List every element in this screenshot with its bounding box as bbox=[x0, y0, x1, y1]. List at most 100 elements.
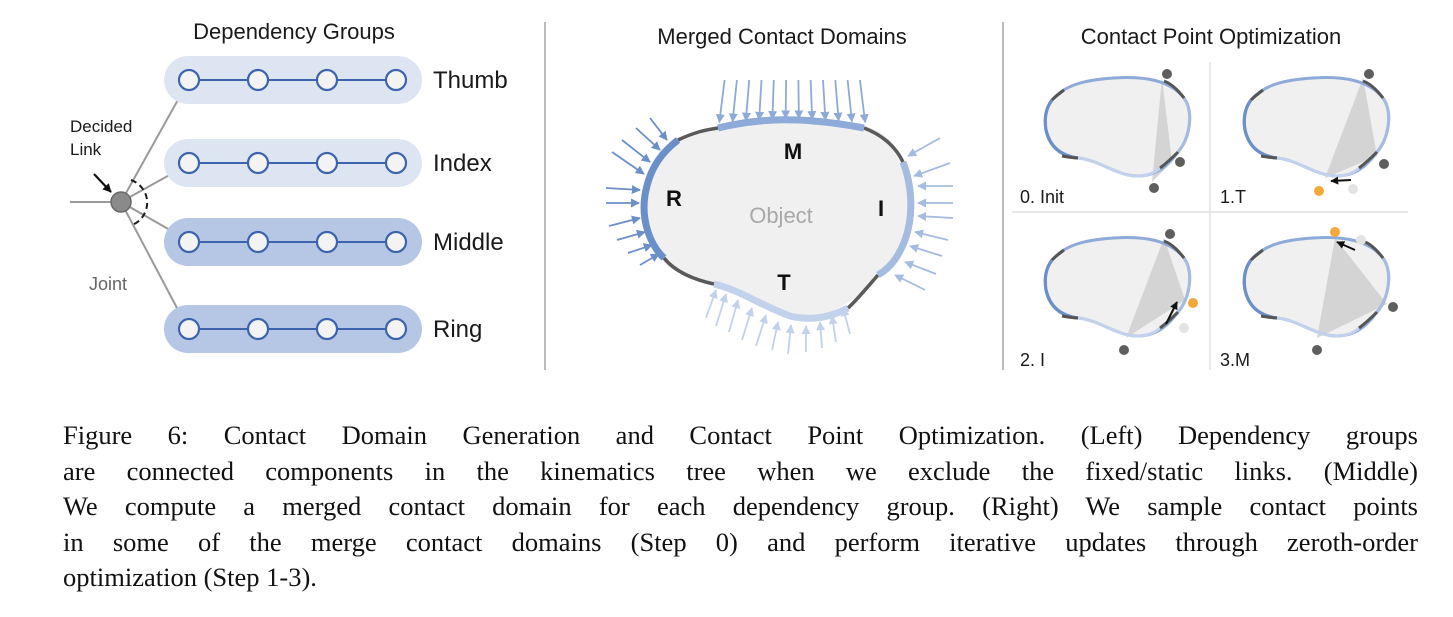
contact-point-optimization-title: Contact Point Optimization bbox=[1081, 24, 1341, 49]
index-contact-domain bbox=[1375, 257, 1391, 313]
ring-contact-domain bbox=[1043, 259, 1079, 320]
force-arrow-icon bbox=[627, 243, 653, 254]
domain-gap-segment bbox=[1061, 314, 1079, 320]
caption-line: Figure 6: Contact Domain Generation and … bbox=[63, 420, 1418, 450]
previous-contact-point bbox=[1348, 184, 1358, 194]
optimization-step-0: 0. Init bbox=[1020, 69, 1192, 207]
force-arrow-icon bbox=[913, 162, 951, 178]
ring-domain-label: R bbox=[666, 186, 682, 211]
thumb-contact-domain bbox=[1077, 316, 1162, 338]
dependency-group-label: Index bbox=[433, 150, 492, 177]
link-node bbox=[177, 151, 201, 175]
thumb-contact-domain bbox=[1276, 156, 1361, 178]
figure-caption: Figure 6: Contact Domain Generation and … bbox=[63, 418, 1418, 596]
contact-point bbox=[1364, 69, 1374, 79]
force-arrow-icon bbox=[621, 139, 651, 163]
updated-contact-point bbox=[1314, 186, 1324, 196]
link-node bbox=[315, 68, 339, 92]
force-arrow-icon bbox=[608, 215, 641, 227]
index-contact-domain bbox=[1176, 257, 1192, 313]
link-node bbox=[177, 317, 201, 341]
link-node bbox=[246, 317, 270, 341]
domain-gap-segment bbox=[1061, 154, 1079, 160]
update-arrow-icon bbox=[1336, 241, 1356, 251]
link-node bbox=[246, 151, 270, 175]
decided-link-node bbox=[110, 191, 132, 213]
force-arrow-icon bbox=[728, 299, 741, 333]
contact-triangle bbox=[1317, 238, 1387, 338]
merged-contact-domains-title: Merged Contact Domains bbox=[657, 24, 906, 49]
force-arrow-icon bbox=[820, 79, 830, 121]
force-arrow-icon bbox=[755, 314, 768, 347]
ring-contact-domain bbox=[1242, 259, 1278, 320]
optimization-step-1: 1.T bbox=[1220, 69, 1391, 207]
force-arrow-icon bbox=[611, 151, 645, 175]
force-arrow-icon bbox=[907, 137, 941, 157]
thumb-domain-label: T bbox=[777, 270, 791, 295]
caption-line: We compute a merged contact domain for e… bbox=[63, 491, 1418, 521]
domain-gap-segment bbox=[1358, 310, 1379, 330]
contact-point bbox=[1119, 345, 1129, 355]
domain-gap-segment bbox=[1358, 150, 1379, 170]
update-arrow-icon bbox=[1330, 176, 1352, 185]
domain-gap-segment bbox=[662, 256, 715, 286]
force-arrow-icon bbox=[816, 321, 826, 349]
branch-line-ring bbox=[120, 201, 187, 326]
force-arrow-icon bbox=[728, 79, 738, 123]
link-node bbox=[177, 230, 201, 254]
force-arrow-icon bbox=[649, 117, 668, 141]
contact-triangle bbox=[1152, 78, 1172, 182]
force-arrow-icon bbox=[616, 229, 646, 241]
force-arrow-icon bbox=[715, 293, 728, 327]
index-contact-domain bbox=[1375, 97, 1391, 153]
decided-link-label-line1: Decided bbox=[70, 117, 132, 136]
dependency-groups-title: Dependency Groups bbox=[193, 19, 395, 44]
link-node bbox=[315, 317, 339, 341]
contact-point-optimization-panel: Contact Point Optimization 0. Init 1.T 2. … bbox=[1012, 24, 1408, 370]
joint-arc bbox=[130, 179, 149, 226]
domain-gap-segment bbox=[1163, 79, 1186, 99]
update-arrow-icon bbox=[1165, 301, 1178, 325]
force-arrow-icon bbox=[846, 79, 856, 123]
decided-link-arrow-icon bbox=[93, 173, 112, 193]
link-node bbox=[177, 68, 201, 92]
force-arrow-icon bbox=[807, 79, 817, 121]
contact-triangle bbox=[1126, 238, 1185, 338]
contact-triangle bbox=[1325, 78, 1377, 178]
optimization-step-3: 3.M bbox=[1220, 227, 1398, 370]
ring-contact-domain bbox=[1242, 99, 1278, 160]
domain-gap-segment bbox=[1050, 88, 1065, 102]
force-arrow-icon bbox=[785, 324, 795, 355]
contact-point bbox=[1175, 157, 1185, 167]
contact-point bbox=[1379, 159, 1389, 169]
updated-contact-point bbox=[1330, 227, 1340, 237]
step-label: 2. I bbox=[1020, 350, 1045, 370]
contact-point bbox=[1165, 229, 1175, 239]
caption-line: in some of the merge contact domains (St… bbox=[63, 526, 1418, 557]
force-arrow-icon bbox=[904, 260, 937, 275]
force-arrow-icon bbox=[742, 79, 751, 122]
middle-contact-domain bbox=[717, 116, 865, 132]
ring-contact-domain bbox=[640, 137, 681, 261]
link-node bbox=[246, 230, 270, 254]
dependency-group-label: Middle bbox=[433, 229, 504, 256]
force-arrow-icon bbox=[859, 79, 869, 124]
force-arrow-icon bbox=[755, 79, 765, 121]
force-arrow-icon bbox=[917, 211, 954, 221]
domain-gap-segment bbox=[677, 126, 719, 142]
domain-gap-segment bbox=[1249, 88, 1264, 102]
updated-contact-point bbox=[1188, 298, 1198, 308]
step-label: 1.T bbox=[1220, 187, 1246, 207]
domain-gap-segment bbox=[863, 126, 905, 163]
force-arrow-icon bbox=[771, 321, 781, 351]
force-arrow-icon bbox=[768, 79, 778, 121]
domain-gap-segment bbox=[1050, 248, 1065, 262]
index-contact-domain bbox=[876, 160, 915, 279]
force-arrow-icon bbox=[741, 307, 754, 341]
previous-contact-point bbox=[1179, 323, 1189, 333]
force-arrow-icon bbox=[715, 79, 726, 124]
object-label: Object bbox=[749, 203, 813, 228]
domain-gap-segment bbox=[1249, 248, 1264, 262]
